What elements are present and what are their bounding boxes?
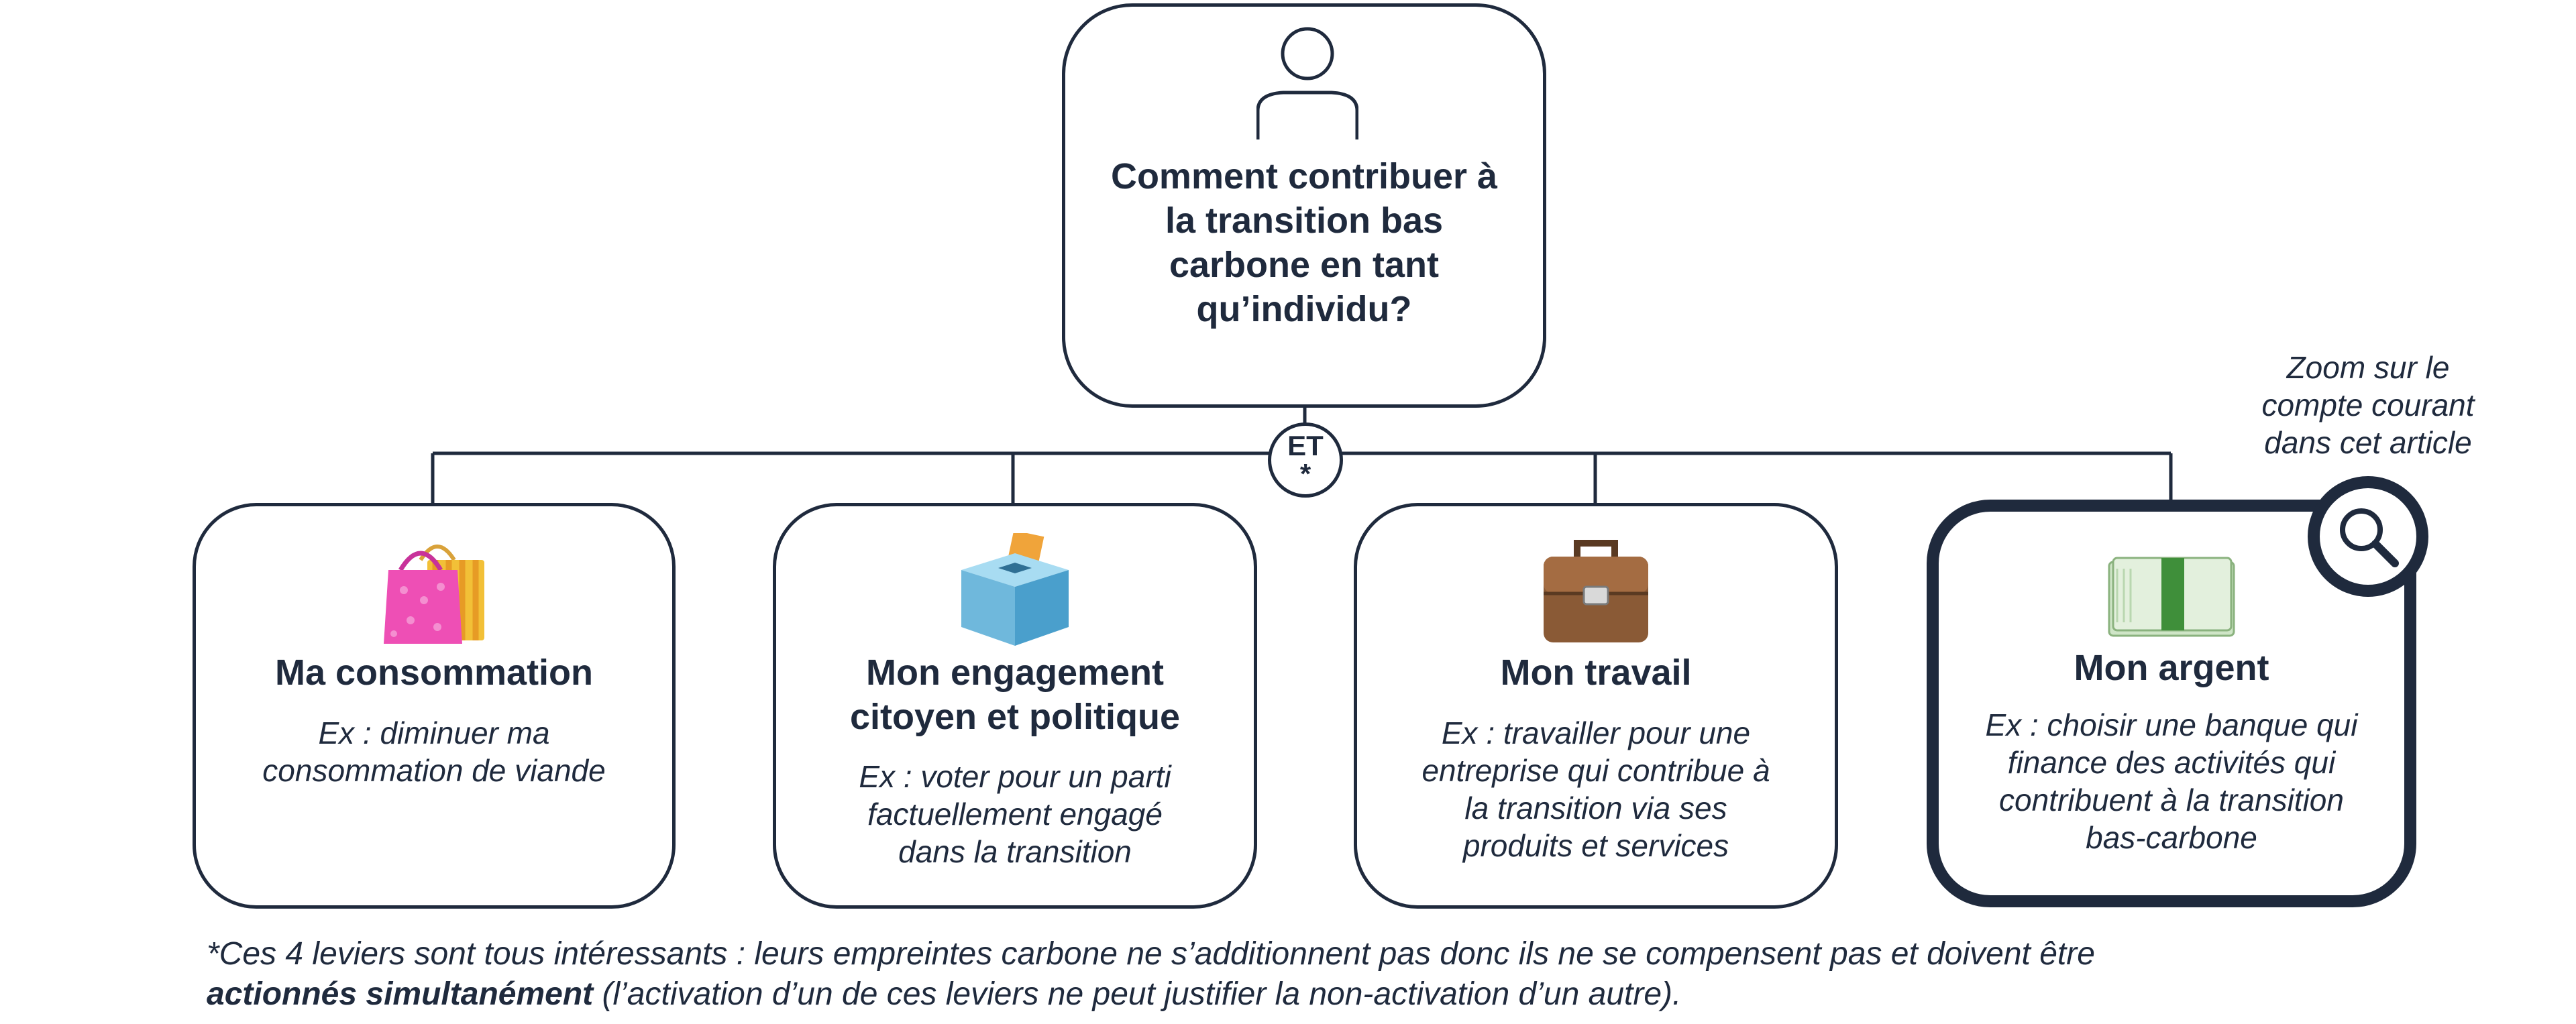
and-connector-word: ET [1287,430,1324,461]
and-connector-mark: * [1299,458,1311,490]
lever-example: Ex : voter pour un parti factuellement e… [859,759,1171,869]
magnifier-icon [2340,508,2399,567]
euro-banknotes-icon [2108,557,2235,637]
person-icon [1256,27,1358,139]
lever-work: Mon travail Ex : travailler pour une ent… [1354,503,1838,909]
root-question-box: Comment contribuer à la transition bas c… [1062,3,1546,408]
lever-example: Ex : diminuer ma consommation de viande [262,716,606,788]
lever-example: Ex : travailler pour une entreprise qui … [1421,716,1770,863]
shopping-bags-icon [384,545,484,644]
briefcase-icon [1544,540,1648,642]
footnote-emphasis: actionnés simultanément [207,976,594,1012]
magnifier-badge [2308,476,2428,597]
lever-title: Mon argent [2074,648,2269,688]
and-connector: ET * [1268,422,1343,498]
lever-money: Mon argent Ex : choisir une banque qui f… [1927,500,2416,907]
root-question: Comment contribuer à la transition bas c… [1110,156,1498,329]
lever-title: Mon travail [1500,652,1692,693]
ballot-box-icon [961,533,1069,646]
lever-example: Ex : choisir une banque qui finance des … [1985,707,2358,855]
lever-civic-engagement: Mon engagement citoyen et politique Ex :… [773,503,1257,909]
footnote: *Ces 4 leviers sont tous intéressants : … [207,936,2095,1012]
lever-title: Mon engagement citoyen et politique [849,652,1181,737]
zoom-note: Zoom sur le compte courant dans cet arti… [2261,350,2475,460]
lever-title: Ma consommation [274,652,594,693]
lever-consumption: Ma consommation Ex : diminuer ma consomm… [193,503,676,909]
